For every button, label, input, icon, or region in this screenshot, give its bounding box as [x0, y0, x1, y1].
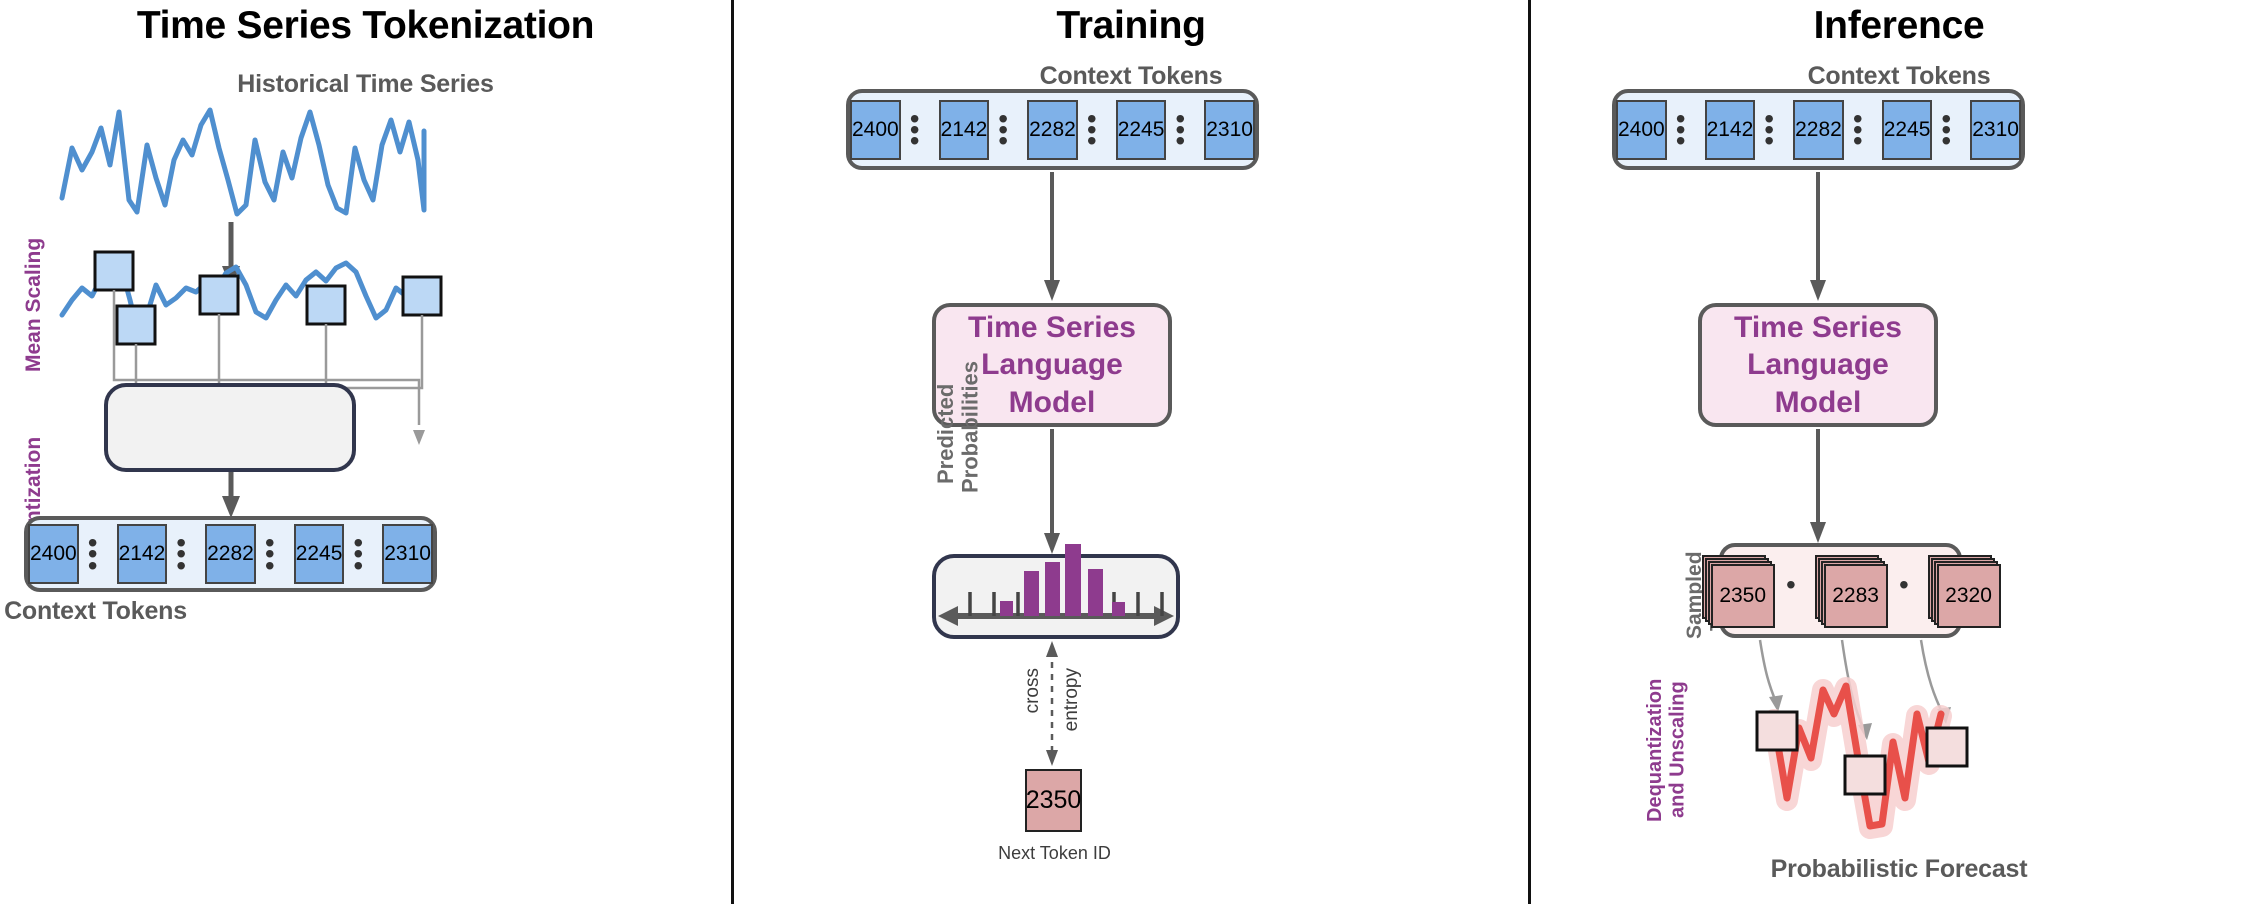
tokenize-arrow-head [222, 496, 240, 518]
context-tokens-container-tokenization: 2400 • • • 2142 • • • 2282 • • • 2245 • … [24, 516, 437, 592]
token-ellipsis: • • • [1175, 102, 1189, 157]
training-graphics [938, 172, 1174, 766]
context-tokens-row: 2400 • • • 2142 • • • 2282 • • • 2245 • … [28, 524, 433, 584]
cross-entropy-label-left: cross [1022, 668, 1043, 714]
cross-entropy-label-right: entropy [1061, 668, 1082, 732]
sampled-token-stack[interactable]: 2320 [1927, 554, 2001, 628]
quantize-window-3 [198, 274, 240, 316]
probability-bars [1000, 544, 1125, 616]
model-box-line2: Language Model [981, 348, 1123, 419]
stack-face: 2350 [1710, 563, 1775, 628]
sampled-token-stack[interactable]: 2283 [1814, 554, 1888, 628]
token-item[interactable]: 2282 [205, 524, 256, 584]
model-box-training: Time Series Language Model [932, 303, 1172, 427]
token-item[interactable]: 2400 [1616, 99, 1667, 160]
token-item[interactable]: 2142 [1704, 99, 1756, 160]
probabilistic-forecast-caption: Probabilistic Forecast [1770, 855, 2028, 883]
token-item[interactable]: 2245 [1115, 99, 1167, 160]
historical-series-line [59, 107, 427, 217]
panel-title-tokenization: Time Series Tokenization [136, 4, 595, 47]
model-box-label: Time Series Language Model [1702, 309, 1934, 422]
panel-divider-1 [731, 0, 734, 904]
stack-face: 2283 [1823, 563, 1888, 628]
sampled-tokens-row: 2350 • • • 2283 • • • 2320 [1701, 554, 2001, 628]
arrow-tokens-to-model-head [1044, 280, 1060, 301]
context-tokens-row: 2400 • • • 2142 • • • 2282 • • • 2245 • … [850, 99, 1255, 160]
panel-inference: Inference Context Tokens 2400 • • • 2142… [1531, 0, 2267, 904]
model-box-line1: Time Series [968, 310, 1136, 344]
model-box-line2: Language Model [1747, 348, 1889, 419]
dequantized-marker-1 [1755, 710, 1799, 752]
next-token-id-box[interactable]: 2350 [1025, 769, 1082, 832]
token-item[interactable]: 2142 [116, 524, 168, 584]
sampled-token-stack[interactable]: 2350 [1701, 554, 1775, 628]
model-box-inference: Time Series Language Model [1698, 303, 1938, 427]
token-item[interactable]: 2400 [28, 524, 79, 584]
token-ellipsis: • • • [87, 527, 101, 581]
token-item[interactable]: 2142 [938, 99, 990, 160]
panel-title-training: Training [1056, 4, 1206, 47]
quantize-window-2 [115, 304, 157, 346]
token-item[interactable]: 2400 [850, 99, 901, 160]
token-item[interactable]: 2310 [1204, 99, 1255, 160]
token-item[interactable]: 2282 [1793, 99, 1844, 160]
dequantized-marker-3 [1925, 726, 1969, 768]
context-tokens-caption-training: Context Tokens [1039, 62, 1223, 90]
stack-face: 2320 [1936, 563, 2001, 628]
token-ellipsis: • • • [176, 527, 190, 581]
quantize-window-5 [401, 275, 443, 317]
sampled-tokens-container: 2350 • • • 2283 • • • 2320 [1701, 543, 2001, 638]
token-ellipsis: • • • [909, 102, 923, 157]
inference-graphics [1755, 172, 1969, 839]
panel-tokenization: Time Series Tokenization Historical Time… [0, 0, 731, 904]
context-tokens-row: 2400 • • • 2142 • • • 2282 • • • 2245 • … [1616, 99, 2021, 160]
context-tokens-caption-tokenization: Context Tokens [4, 597, 187, 625]
panel-title-inference: Inference [1813, 4, 1985, 47]
dequantized-marker-2 [1843, 754, 1887, 796]
token-item[interactable]: 2310 [1970, 99, 2021, 160]
next-token-caption: Next Token ID [998, 843, 1111, 863]
token-ellipsis: • • • [1852, 102, 1866, 157]
quantize-window-1 [93, 250, 135, 292]
panel-divider-2 [1528, 0, 1531, 904]
token-ellipsis: • • • [264, 527, 278, 581]
token-item[interactable]: 2245 [1881, 99, 1933, 160]
token-ellipsis: • • • [998, 102, 1012, 157]
quantization-box [104, 383, 356, 472]
token-ellipsis: • • • [353, 527, 367, 581]
token-item[interactable]: 2310 [382, 524, 433, 584]
context-tokens-container-training: 2400 • • • 2142 • • • 2282 • • • 2245 • … [846, 89, 1259, 170]
token-ellipsis: • • • [1764, 102, 1778, 157]
arrow-tokens-to-model-head [1810, 280, 1826, 301]
panel-training: Training Context Tokens 2400 • • • 2142 … [734, 0, 1528, 904]
token-ellipsis: • • • [1675, 102, 1689, 157]
token-item[interactable]: 2245 [293, 524, 345, 584]
context-tokens-caption-inference: Context Tokens [1807, 62, 1991, 90]
quantize-window-4 [305, 284, 347, 326]
context-tokens-container-inference: 2400 • • • 2142 • • • 2282 • • • 2245 • … [1612, 89, 2025, 170]
token-ellipsis: • • • [1086, 102, 1100, 157]
model-box-line1: Time Series [1734, 310, 1902, 344]
model-box-label: Time Series Language Model [936, 309, 1168, 422]
historical-series-caption: Historical Time Series [237, 70, 494, 98]
token-ellipsis: • • • [1941, 102, 1955, 157]
arrow-model-to-sampled-head [1810, 522, 1826, 543]
arrow-model-to-probs-head [1044, 533, 1060, 554]
token-item[interactable]: 2282 [1027, 99, 1078, 160]
cross-entropy-connector [1046, 641, 1058, 766]
